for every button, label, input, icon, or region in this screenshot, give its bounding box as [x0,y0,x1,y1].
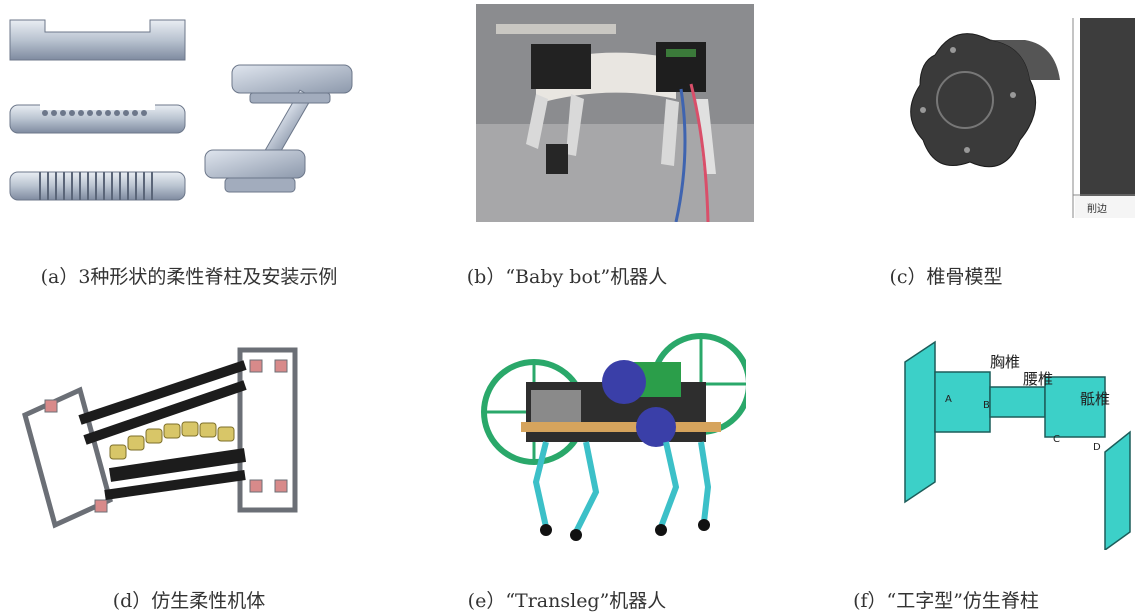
panel-b-photo [476,4,754,222]
vertebra-model-shape [910,33,1060,168]
panel-f-image: 胸椎 腰椎 骶椎 A B C D [895,322,1135,550]
label-A: A [945,394,952,405]
spine-region-labels: 胸椎 腰椎 骶椎 A B C D [945,353,1110,453]
vertebra-chamfer-label: 削边 [1087,202,1107,215]
label-lumbar: 腰椎 [1023,370,1053,388]
caption-panel-d: (d）仿生柔性机体 [112,590,266,612]
caption-panel-e: (e）“Transleg”机器人 [467,590,667,612]
caption-panel-c: (c）椎骨模型 [889,266,1003,288]
spine-mount-example [204,64,353,193]
spine-shape-ribbed [9,171,186,201]
label-B: B [983,400,990,411]
caption-panel-b: (b）“Baby bot”机器人 [466,266,668,288]
caption-panel-a: (a）3种形状的柔性脊柱及安装示例 [40,266,338,288]
spine-shape-flat [9,19,186,61]
panel-e-image [476,322,746,547]
label-C: C [1053,434,1060,445]
panel-c-image: 削边 [895,0,1135,232]
label-D: D [1093,442,1101,453]
spine-shape-grooved [9,100,186,134]
label-sacral: 骶椎 [1080,390,1110,408]
panel-a-image [0,0,380,230]
label-thoracic: 胸椎 [990,353,1020,371]
panel-d-image [10,330,310,545]
caption-panel-f: (f）“工字型”仿生脊柱 [853,590,1039,612]
